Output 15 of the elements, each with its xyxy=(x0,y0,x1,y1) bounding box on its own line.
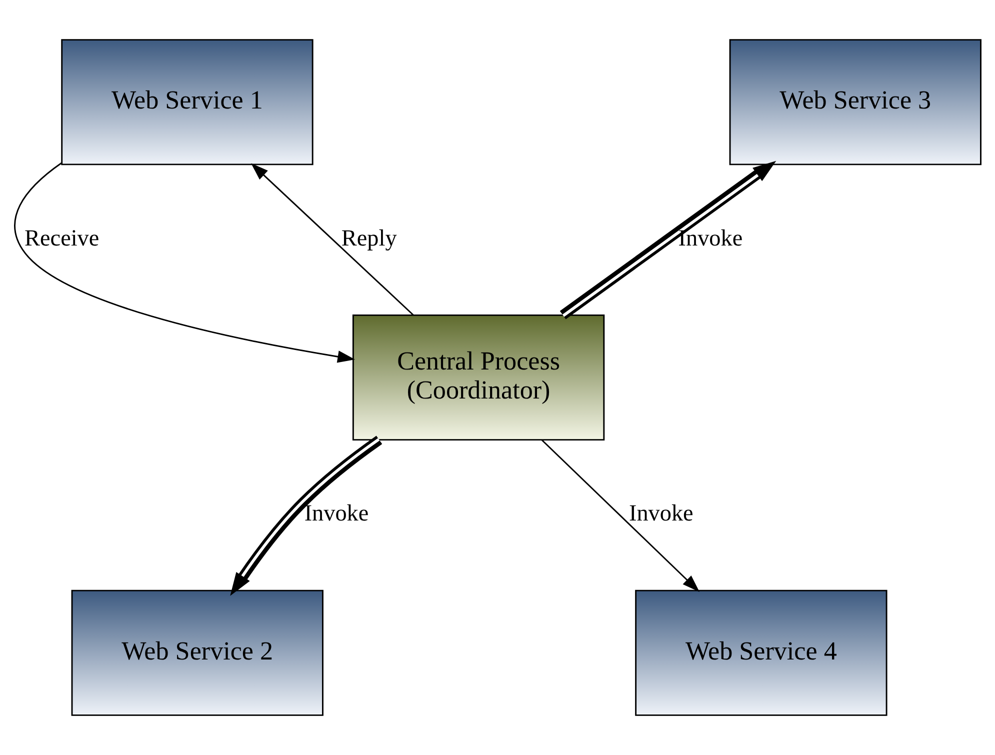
node-box: Web Service 4 xyxy=(635,590,888,716)
edge-label: Receive xyxy=(24,225,100,252)
edge-label: Reply xyxy=(341,225,397,252)
edge-label: Invoke xyxy=(304,500,369,527)
arrow xyxy=(251,163,414,316)
node-box: Web Service 3 xyxy=(729,39,982,166)
edge-label: Invoke xyxy=(678,225,743,252)
arrow xyxy=(14,162,356,363)
arrow xyxy=(541,440,700,592)
node-box: Web Service 2 xyxy=(71,590,324,716)
node-box: Central Process (Coordinator) xyxy=(352,314,605,441)
arrow xyxy=(230,436,382,596)
arrow xyxy=(560,160,776,320)
node-box: Web Service 1 xyxy=(61,39,314,166)
edge-label: Invoke xyxy=(628,500,694,527)
